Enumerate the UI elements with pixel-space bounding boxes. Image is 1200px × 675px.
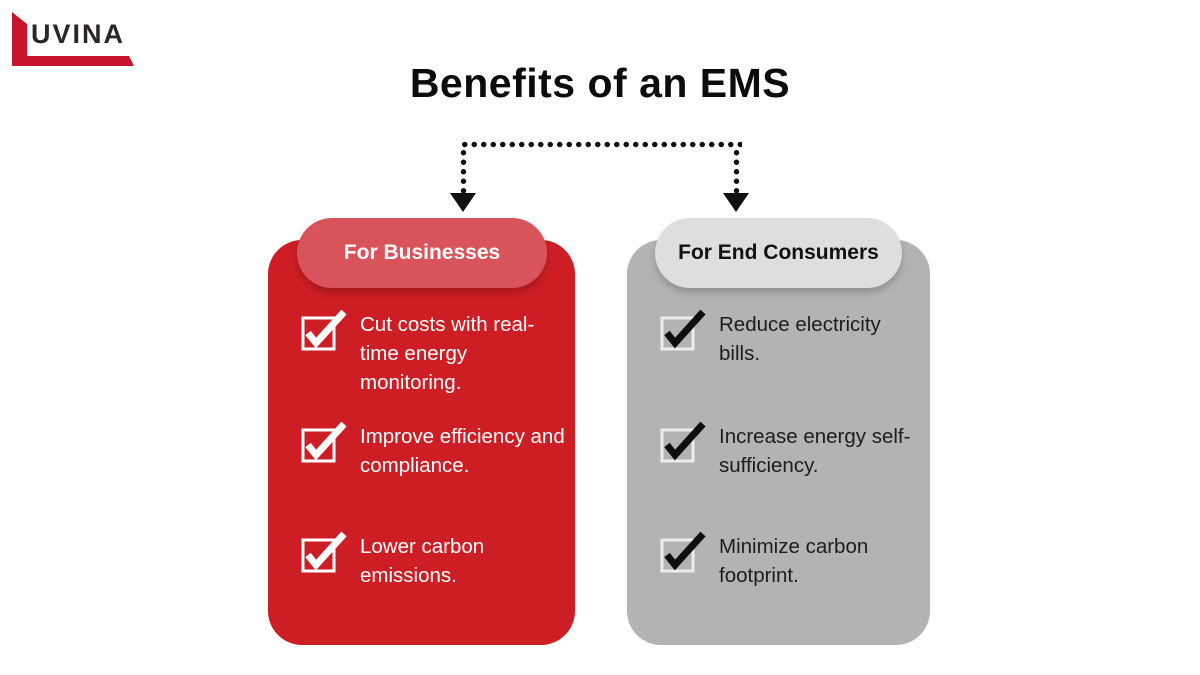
list-item-label: Increase energy self-sufficiency. <box>719 425 911 477</box>
checkbox-checked-icon <box>301 309 347 351</box>
list-item-label: Minimize carbon footprint. <box>719 535 869 587</box>
checkbox-checked-icon <box>660 309 706 351</box>
list-item: Increase energy self-sufficiency. <box>659 420 925 480</box>
businesses-header-label: For Businesses <box>343 241 501 264</box>
connector-horizontal-line <box>460 141 742 148</box>
end-consumers-header-pill: For End Consumers <box>655 218 902 288</box>
list-item: Improve efficiency and compliance. <box>300 420 566 480</box>
arrow-down-icon <box>450 193 476 212</box>
checkbox-checked-icon <box>660 421 706 463</box>
businesses-header-pill: For Businesses <box>297 218 547 288</box>
list-item-label: Reduce electricity bills. <box>719 313 881 365</box>
list-item: Minimize carbon footprint. <box>659 530 925 590</box>
checkbox-checked-icon <box>660 531 706 573</box>
list-item: Cut costs with real-time energy monitori… <box>300 308 566 397</box>
luvina-logo: UVINA <box>12 12 140 66</box>
logo-underline <box>12 56 134 66</box>
end-consumers-card: Reduce electricity bills. Increase energ… <box>627 240 930 645</box>
end-consumers-header-label: For End Consumers <box>678 241 879 264</box>
checkbox-checked-icon <box>301 531 347 573</box>
arrow-down-icon <box>723 193 749 212</box>
logo-text: UVINA <box>31 19 126 49</box>
businesses-card: Cut costs with real-time energy monitori… <box>268 240 575 645</box>
list-item: Reduce electricity bills. <box>659 308 925 368</box>
list-item-label: Cut costs with real-time energy monitori… <box>360 313 535 394</box>
list-item-label: Lower carbon emissions. <box>360 535 485 587</box>
page-title: Benefits of an EMS <box>409 60 791 106</box>
connector-vertical-line-right <box>733 148 740 194</box>
logo-l-shape <box>12 12 27 58</box>
list-item-label: Improve efficiency and compliance. <box>360 425 565 477</box>
checkbox-checked-icon <box>301 421 347 463</box>
connector-vertical-line-left <box>460 148 467 194</box>
list-item: Lower carbon emissions. <box>300 530 566 590</box>
